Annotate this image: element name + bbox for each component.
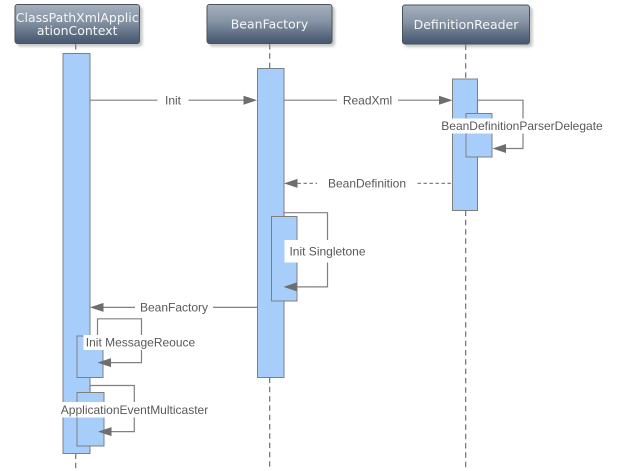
label-init: Init [165, 93, 182, 107]
label-init-singletone: Init Singletone [289, 245, 365, 259]
arrowhead-beanfactory-return [90, 302, 104, 312]
self-message-loops [89, 99, 524, 433]
label-bg-init [157, 93, 189, 108]
label-bg-beandefinitionparserdelegate [438, 118, 606, 134]
label-bg-readxml [337, 93, 398, 108]
participant-beanfactory: BeanFactory [206, 4, 333, 44]
message-labels: Init ReadXml BeanDefinitionParserDelegat… [61, 93, 603, 417]
participant-box-beanfactory [206, 4, 333, 44]
label-bg-beandefinition [317, 176, 418, 191]
label-bg-beanfactory [135, 300, 213, 315]
label-beandefinition: BeanDefinition [328, 177, 406, 191]
arrowhead-loop-applicationeventmulticaster [98, 427, 112, 437]
label-applicationeventmulticaster: ApplicationEventMulticaster [61, 403, 208, 417]
participant-headers: ClassPathXmlApplic ationContext BeanFact… [14, 4, 530, 45]
arrowheads [90, 95, 506, 437]
loop-init-singletone [283, 212, 329, 288]
participant-definitionreader: DefinitionReader [402, 4, 530, 45]
label-readxml: ReadXml [343, 93, 392, 107]
label-bg-init-messagereouce [83, 335, 198, 350]
participant-title: BeanFactory [231, 17, 309, 32]
label-bg-applicationeventmulticaster [56, 402, 213, 418]
arrowhead-loop-init-messagereouce [97, 358, 111, 368]
participant-classpathxmlapplicationcontext: ClassPathXmlApplic ationContext [14, 4, 140, 44]
participant-title: DefinitionReader [414, 17, 520, 32]
participant-title-line2: ationContext [37, 23, 118, 38]
loop-init-messagereouce [96, 318, 143, 364]
activation-classpathxmlapplicationcontext [62, 53, 91, 454]
arrowhead-loop-beandefinitionparserdelegate [492, 144, 506, 153]
nested-activation-cpxac-2 [76, 392, 105, 447]
arrowhead-init [243, 95, 257, 105]
participant-box-classpathxmlapplicationcontext [14, 4, 140, 44]
participant-box-definitionreader [402, 4, 530, 45]
label-beandefinitionparserdelegate: BeanDefinitionParserDelegate [441, 119, 603, 133]
label-backgrounds [56, 93, 606, 418]
label-bg-init-singletone [284, 240, 368, 263]
loop-beandefinitionparserdelegate [476, 99, 524, 150]
lifelines [75, 44, 467, 469]
activation-bars [62, 53, 478, 454]
arrowhead-loop-init-singletone [283, 282, 297, 292]
arrowhead-readxml [439, 95, 453, 105]
arrowhead-beandefinition [284, 178, 298, 188]
label-init-messagereouce: Init MessageReouce [86, 336, 196, 350]
loop-applicationeventmulticaster [89, 384, 135, 433]
label-beanfactory: BeanFactory [140, 301, 208, 315]
participant-title-line1: ClassPathXmlApplic [16, 10, 139, 25]
